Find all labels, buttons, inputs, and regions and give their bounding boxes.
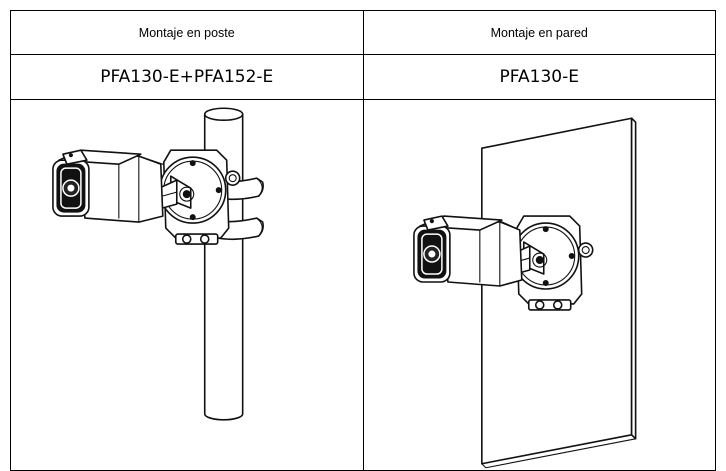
header-pole-mount: Montaje en poste	[10, 10, 364, 55]
header-wall-mount: Montaje en pared	[362, 10, 716, 55]
model-row: PFA130-E+PFA152-E PFA130-E	[10, 54, 716, 100]
model-pole-mount: PFA130-E+PFA152-E	[10, 54, 364, 100]
pole-mount-camera-illustration-icon	[52, 107, 264, 421]
wall-mount-cell	[362, 99, 716, 471]
wall-mount-camera-illustration-icon	[412, 117, 636, 469]
camera-body	[418, 215, 523, 287]
camera-front	[412, 215, 451, 283]
mount-options-table: Montaje en poste Montaje en pared PFA130…	[10, 10, 716, 471]
header-row: Montaje en poste Montaje en pared	[10, 10, 716, 55]
illustration-row	[10, 99, 716, 471]
model-wall-mount: PFA130-E	[362, 54, 716, 100]
camera-front	[52, 149, 90, 217]
pole-mount-cell	[10, 99, 364, 471]
